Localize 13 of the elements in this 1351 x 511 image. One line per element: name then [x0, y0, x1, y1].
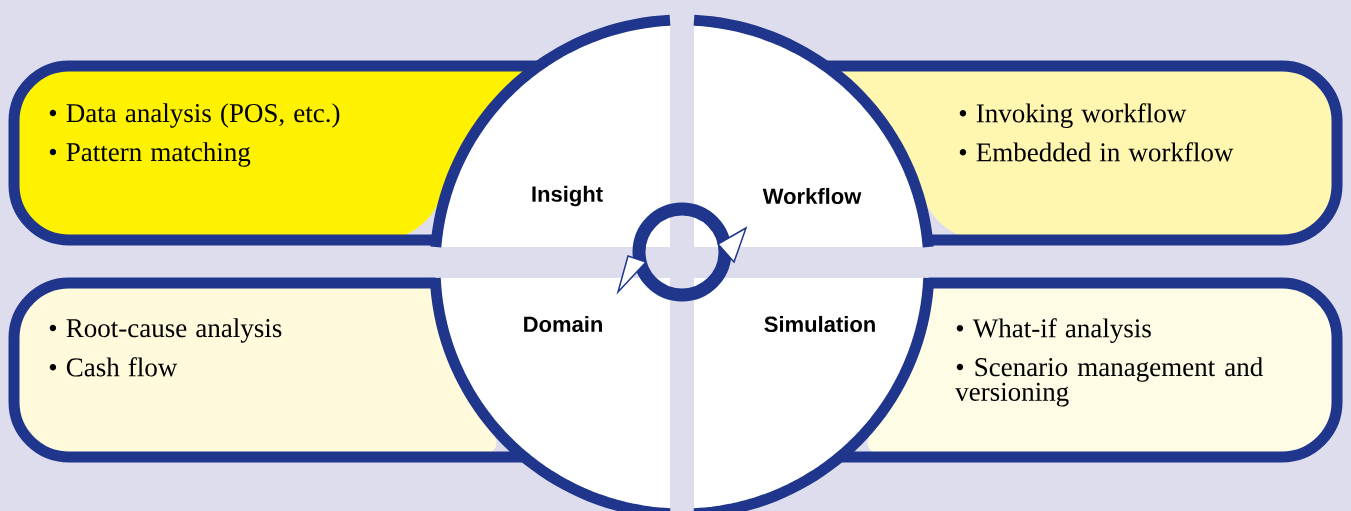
circle-quadrant: Workflow — [693, 14, 934, 248]
bullet-item: • Embedded in workflow — [959, 142, 1234, 162]
rounded-band — [8, 277, 525, 463]
bullet-item: • Pattern matching — [49, 142, 251, 167]
bullet-item: • What-if analysis — [956, 318, 1151, 344]
bullet-item: • Cash flow — [49, 357, 178, 377]
circle-quadrant: Simulation — [693, 277, 935, 511]
circle-quadrant: Domain — [429, 277, 671, 511]
bullet-item: • Invoking workflow — [959, 103, 1187, 129]
circle-quadrant: Insight — [430, 14, 671, 248]
bullet-item: • Data analysis (POS, etc.) — [49, 103, 340, 128]
bullet-item: • Root-cause analysis — [49, 318, 282, 343]
bullet-item: • Scenario management and versioning — [955, 357, 1263, 407]
